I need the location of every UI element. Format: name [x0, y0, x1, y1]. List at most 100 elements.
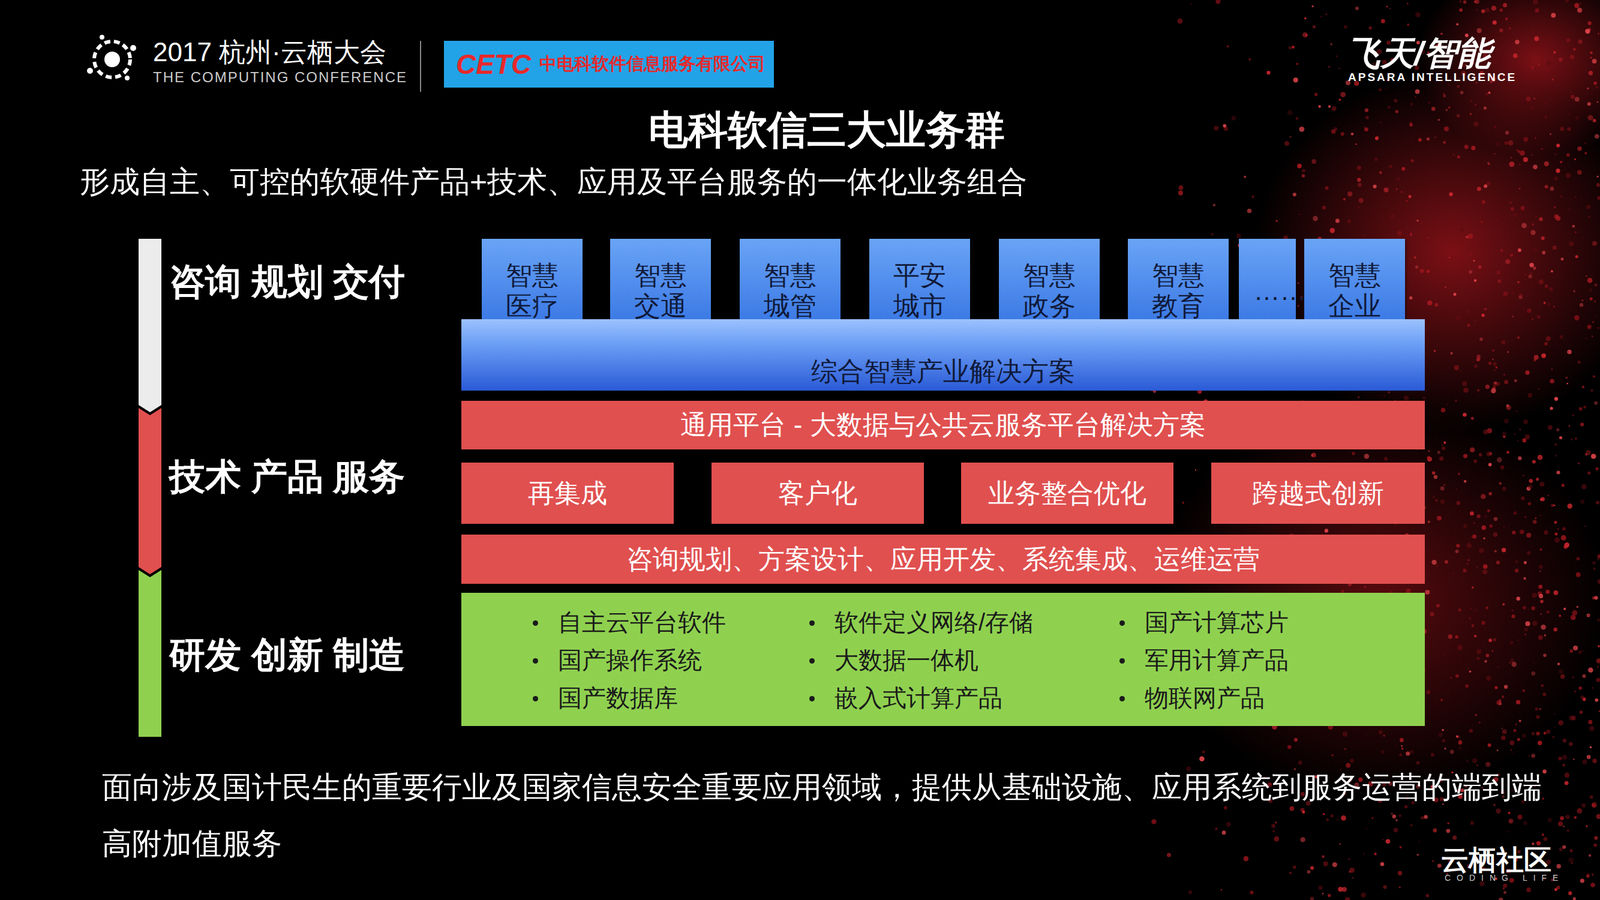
particle — [1177, 18, 1184, 24]
particle — [1432, 859, 1435, 863]
particle — [1544, 284, 1548, 288]
particle — [1453, 154, 1455, 156]
particle — [1478, 721, 1481, 724]
particle — [1340, 91, 1346, 98]
particle — [1581, 803, 1586, 808]
particle — [1553, 590, 1559, 596]
particle — [1473, 459, 1478, 464]
particle — [1511, 290, 1516, 296]
particle — [1517, 456, 1522, 461]
particle — [1592, 374, 1596, 378]
particle — [1517, 281, 1520, 284]
particle — [1547, 817, 1553, 822]
particle — [1482, 569, 1488, 575]
particle — [1520, 205, 1526, 210]
particle — [1565, 0, 1570, 3]
particle — [1580, 499, 1585, 504]
particle — [1538, 64, 1541, 66]
particle — [1577, 169, 1583, 175]
particle — [1535, 715, 1540, 719]
particle — [1346, 218, 1352, 224]
particle — [1471, 535, 1473, 538]
particle — [1549, 287, 1554, 292]
particle — [1574, 97, 1580, 102]
particle — [1500, 465, 1505, 470]
particle — [1312, 215, 1319, 222]
particle — [1469, 447, 1476, 453]
particle — [1517, 814, 1523, 820]
particle — [1506, 450, 1510, 454]
particle — [1363, 125, 1365, 128]
particle — [1577, 146, 1583, 152]
particle — [1357, 206, 1360, 209]
particle — [1531, 317, 1534, 320]
particle — [1597, 196, 1600, 200]
particle — [1395, 109, 1399, 113]
particle — [1552, 736, 1555, 739]
particle — [1571, 610, 1578, 616]
particle — [1513, 511, 1518, 515]
particle — [1556, 885, 1560, 890]
particle — [1505, 17, 1508, 20]
particle — [1593, 843, 1598, 848]
particle — [1314, 92, 1319, 97]
particle — [1471, 145, 1476, 150]
particle — [1588, 215, 1591, 218]
particle — [1345, 896, 1351, 900]
particle — [1305, 34, 1308, 37]
particle — [1572, 676, 1575, 678]
particle — [1214, 827, 1218, 831]
service-box: 业务整合优化 — [961, 462, 1174, 524]
box-text: 跨越式创新 — [1252, 475, 1385, 512]
particle — [1460, 227, 1464, 232]
particle — [1420, 268, 1425, 273]
particle — [1364, 453, 1370, 459]
particle — [1566, 152, 1571, 157]
product-box: 自主云平台软件国产操作系统国产数据库软件定义网络/存储大数据一体机嵌入式计算产品… — [461, 592, 1425, 726]
particle — [1502, 729, 1508, 735]
particle-cloud — [1140, 0, 1600, 900]
particle — [1582, 759, 1587, 765]
particle — [1523, 307, 1525, 309]
particle — [1550, 12, 1556, 18]
particle — [1517, 248, 1522, 252]
particle — [1540, 683, 1544, 687]
particle — [1322, 892, 1325, 895]
particle — [1471, 624, 1475, 628]
particle — [1332, 862, 1338, 867]
particle — [1213, 203, 1216, 207]
particle — [1352, 877, 1354, 879]
particle — [1592, 241, 1598, 246]
particle — [1463, 0, 1467, 4]
particle — [1450, 677, 1452, 680]
particle — [1423, 396, 1426, 399]
particle — [1568, 715, 1574, 720]
particle — [1351, 132, 1355, 136]
particle — [1251, 195, 1255, 199]
particle — [1342, 731, 1348, 737]
particle — [1444, 559, 1449, 564]
particle — [1594, 836, 1598, 840]
box-text: 平安城市 — [892, 260, 948, 321]
box-text: 再集成 — [527, 475, 608, 512]
particle — [1535, 8, 1540, 13]
particle — [1559, 815, 1565, 821]
particle — [1534, 215, 1538, 218]
service-band: 咨询规划、方案设计、应用开发、系统集成、运维运营 — [461, 534, 1425, 584]
particle — [1365, 115, 1370, 120]
particle — [1409, 232, 1413, 236]
particle — [1574, 231, 1577, 234]
particle — [1358, 197, 1364, 203]
particle — [1464, 144, 1469, 149]
particle — [1541, 833, 1545, 836]
particle — [1469, 670, 1472, 673]
particle — [1236, 233, 1242, 239]
particle — [1568, 113, 1571, 116]
particle — [1465, 683, 1469, 688]
particle — [1528, 484, 1533, 490]
particle — [1481, 9, 1485, 14]
particle — [1467, 559, 1470, 561]
particle — [1397, 230, 1403, 236]
particle — [1474, 320, 1476, 322]
particle — [1559, 335, 1564, 339]
